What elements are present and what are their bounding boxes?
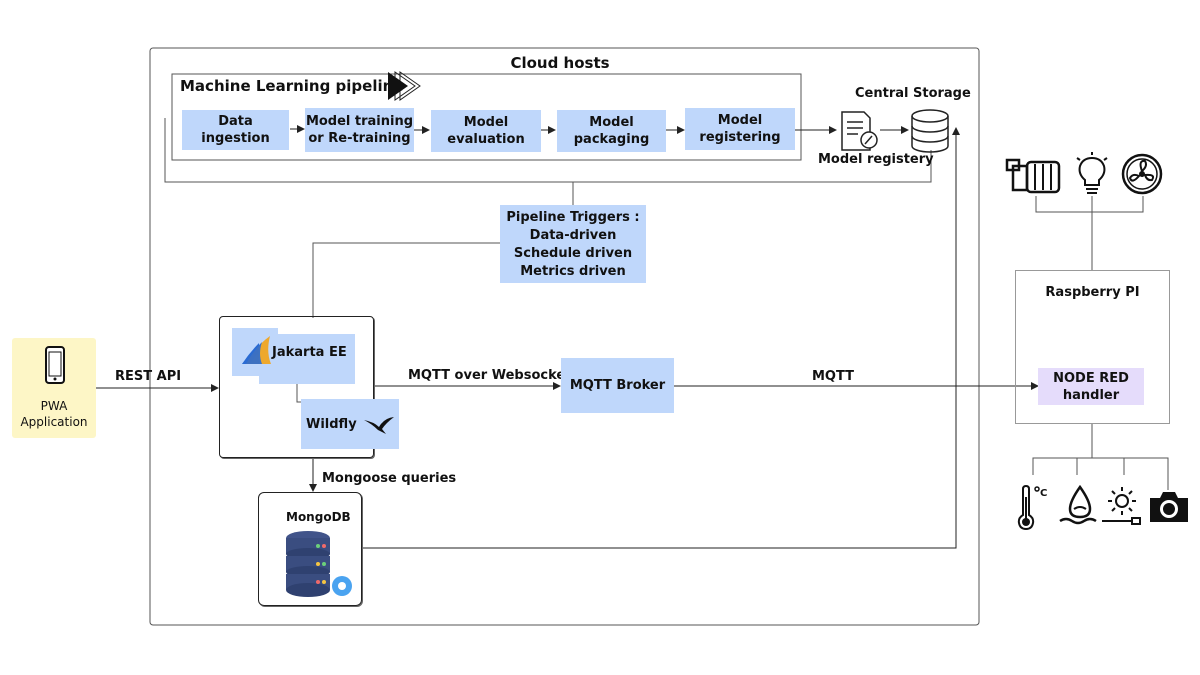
- step-model-training: Model training or Re-training: [305, 108, 414, 152]
- svg-text:C: C: [1040, 488, 1047, 499]
- trigger-schedule-driven: Schedule driven: [513, 246, 633, 261]
- wildfly-label: Wildfly: [306, 417, 357, 432]
- mqtt-broker-box: MQTT Broker: [561, 358, 674, 413]
- rest-api-label: REST API: [115, 369, 182, 384]
- pipeline-loop-bracket: [164, 118, 932, 183]
- step-data-ingestion: Data ingestion: [182, 110, 289, 150]
- arrow-mongo-to-storage: [362, 127, 960, 549]
- mongodb-box: [258, 492, 362, 606]
- cloud-title: Cloud hosts: [510, 54, 610, 72]
- mongodb-label: MongoDB: [286, 510, 351, 524]
- mqtt-label: MQTT: [812, 369, 855, 384]
- trigger-title: Pipeline Triggers :: [506, 210, 640, 225]
- camera-icon: [1150, 492, 1188, 522]
- step-model-packaging: Model packaging: [557, 110, 666, 152]
- step-model-registering: Model registering: [685, 108, 795, 150]
- smartphone-icon: [45, 346, 65, 384]
- fan-icon: [1121, 153, 1163, 195]
- model-registry-label: Model registery: [818, 152, 934, 167]
- wildfly-bird-icon: [364, 417, 394, 434]
- central-storage-title: Central Storage: [855, 86, 971, 101]
- ml-pipeline-title: Machine Learning pipeline: [180, 77, 404, 95]
- pipeline-play-icon: [388, 71, 421, 101]
- jakarta-sail-overlay-icon: [242, 336, 271, 364]
- trigger-data-driven: Data-driven: [529, 228, 617, 243]
- raspberry-pi-box: [1015, 270, 1170, 424]
- jakarta-label: Jakarta EE: [272, 345, 347, 360]
- mongodb-server-icon: [286, 531, 352, 597]
- app-server-box: [219, 316, 374, 458]
- raspberry-pi-title: Raspberry PI: [1045, 285, 1140, 300]
- pipeline-triggers-box: Pipeline Triggers : Data-driven Schedule…: [500, 205, 646, 283]
- pwa-application-box: PWA Application: [12, 338, 96, 438]
- cloud-hosts-container: [149, 47, 980, 626]
- mongoose-label: Mongoose queries: [322, 471, 457, 486]
- water-level-icon: [1059, 485, 1097, 525]
- database-icon: [911, 109, 949, 153]
- light-bulb-icon: [1076, 152, 1108, 194]
- mqtt-ws-label: MQTT over Websocket: [408, 368, 572, 383]
- pump-motor-icon: [1005, 158, 1061, 194]
- ml-pipeline-frame: [171, 73, 802, 161]
- jakarta-box: [259, 334, 355, 384]
- document-edit-icon: [841, 111, 878, 151]
- thermometer-icon: C: [1017, 485, 1047, 531]
- step-model-evaluation: Model evaluation: [431, 110, 541, 152]
- light-sensor-icon: [1102, 487, 1141, 525]
- node-red-handler: NODE RED handler: [1038, 368, 1144, 405]
- trigger-metrics-driven: Metrics driven: [520, 264, 626, 279]
- pwa-label: PWA Application: [20, 399, 88, 429]
